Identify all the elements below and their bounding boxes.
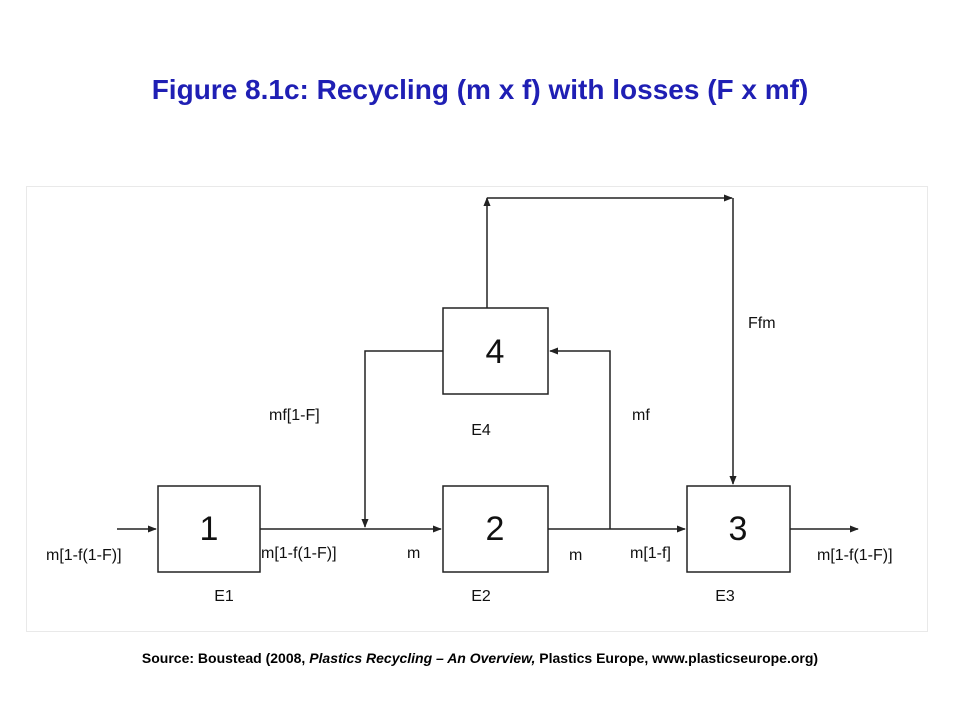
source-citation: Source: Boustead (2008, Plastics Recycli… bbox=[0, 650, 960, 666]
box-caption-e4: E4 bbox=[471, 422, 491, 439]
flow-label-e1-out: m[1-f(1-F)] bbox=[261, 545, 337, 562]
box-caption-e3: E3 bbox=[715, 588, 735, 605]
box-2-label: 2 bbox=[486, 510, 505, 548]
flow-label-into-e2: m bbox=[407, 545, 420, 562]
box-caption-e2: E2 bbox=[471, 588, 491, 605]
flow-label-output: m[1-f(1-F)] bbox=[817, 547, 893, 564]
arrow-mf-to-e4 bbox=[549, 347, 611, 529]
flow-label-input: m[1-f(1-F)] bbox=[46, 547, 122, 564]
flow-label-e2-out: m bbox=[569, 547, 582, 564]
figure-title: Figure 8.1c: Recycling (m x f) with loss… bbox=[151, 74, 809, 105]
source-suffix: Plastics Europe, www.plasticseurope.org) bbox=[535, 650, 819, 666]
process-box-1: 1 bbox=[157, 485, 261, 573]
flow-label-into-e3: m[1-f] bbox=[630, 545, 671, 562]
flow-label-loss: Ffm bbox=[748, 315, 776, 332]
box-3-label: 3 bbox=[729, 510, 748, 548]
flow-diagram: 1 2 3 4 m[1-f(1-F)] m[1-f(1-F)] m m m[1-… bbox=[46, 194, 893, 605]
source-title: Plastics Recycling – An Overview, bbox=[309, 650, 536, 666]
source-prefix: Source: Boustead (2008, bbox=[141, 650, 310, 666]
arrow-e4-return bbox=[361, 350, 443, 528]
flow-label-e4-return: mf[1-F] bbox=[269, 407, 320, 424]
diagram-panel: 1 2 3 4 m[1-f(1-F)] m[1-f(1-F)] m m m[1-… bbox=[26, 186, 928, 632]
process-box-2: 2 bbox=[442, 485, 549, 573]
flow-label-recycled: mf bbox=[632, 407, 650, 424]
box-caption-e1: E1 bbox=[214, 588, 234, 605]
process-box-3: 3 bbox=[686, 485, 791, 573]
box-4-label: 4 bbox=[486, 333, 505, 371]
process-box-4: 4 bbox=[442, 307, 549, 395]
box-1-label: 1 bbox=[200, 510, 219, 548]
